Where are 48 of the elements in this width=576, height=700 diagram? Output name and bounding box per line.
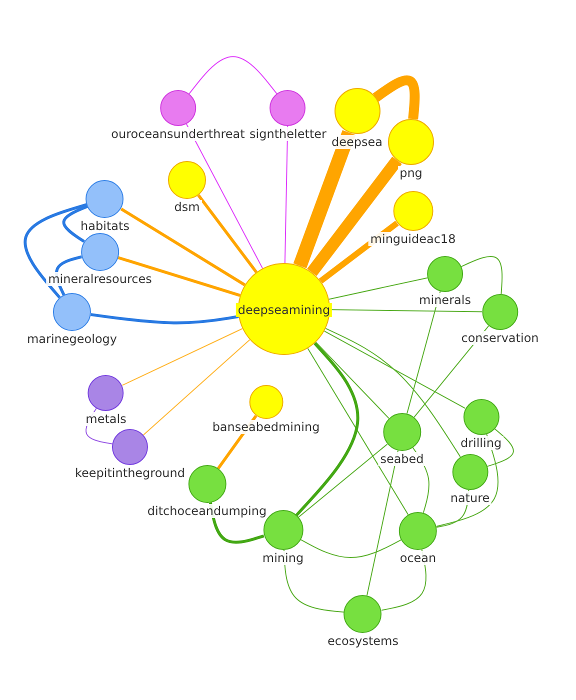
- node-label: ouroceansunderthreat: [109, 127, 247, 141]
- node-label: signtheletter: [248, 127, 328, 141]
- node-label: metals: [84, 412, 128, 426]
- connector-line: [186, 123, 264, 269]
- connector-line: [120, 208, 246, 286]
- node-label: ditchoceandumping: [145, 504, 269, 518]
- connector-line: [324, 330, 466, 409]
- connector-line: [118, 256, 240, 297]
- node-label: banseabedmining: [210, 420, 322, 434]
- connector-line: [460, 256, 503, 295]
- connector-line: [62, 204, 88, 243]
- node-label: nature: [448, 491, 492, 505]
- node-label: habitats: [78, 219, 132, 233]
- connector-line: [330, 309, 482, 312]
- node-label: drilling: [458, 436, 504, 450]
- connector-line: [436, 434, 498, 527]
- node-label: png: [398, 166, 424, 180]
- connector-line: [142, 339, 250, 436]
- connector-line: [307, 156, 402, 276]
- connector-line: [406, 290, 441, 414]
- connector-line: [295, 342, 360, 516]
- node-label: ocean: [398, 551, 438, 565]
- node-label: conservation: [459, 331, 541, 345]
- connector-line: [486, 428, 514, 467]
- connector-line: [197, 194, 258, 274]
- connector-line: [366, 450, 399, 596]
- connector-line: [325, 328, 461, 458]
- connector-line: [315, 342, 390, 419]
- node-label: dsm: [172, 200, 202, 214]
- connector-line: [328, 277, 428, 300]
- connector-line: [307, 348, 409, 516]
- node-label: minerals: [417, 293, 473, 307]
- connector-line: [293, 130, 356, 268]
- node-label: deepseamining: [236, 303, 332, 317]
- node-label: mining: [260, 551, 306, 565]
- connector-line: [90, 313, 239, 324]
- connector-line: [298, 444, 388, 518]
- node-label: minguideac18: [368, 232, 458, 246]
- connector-line: [372, 75, 420, 120]
- connector-line: [188, 56, 278, 94]
- node-label: mineralresources: [46, 272, 154, 286]
- connector-line: [122, 328, 243, 386]
- node-label: seabed: [378, 452, 426, 466]
- connector-line: [284, 126, 288, 264]
- node-label: ecosystems: [326, 634, 400, 648]
- connector-line: [300, 539, 402, 558]
- connector-line: [24, 203, 88, 299]
- node-label: deepsea: [330, 135, 384, 149]
